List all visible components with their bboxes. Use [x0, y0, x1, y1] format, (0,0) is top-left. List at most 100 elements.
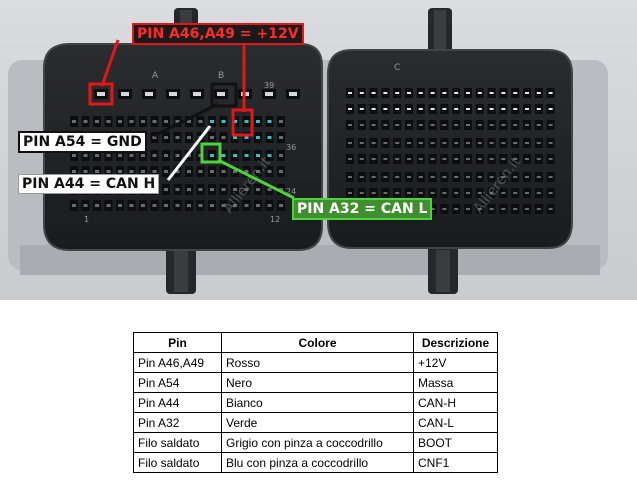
pin-contact — [217, 92, 225, 96]
pin-contact — [442, 208, 447, 210]
label-power-12v: PIN A46,A49 = +12V — [132, 23, 304, 45]
cell-colore: Nero — [221, 372, 414, 393]
pin-contact — [371, 92, 376, 94]
pin-contact — [256, 154, 260, 157]
pin-contact — [141, 204, 145, 207]
cell-colore: Rosso — [221, 352, 414, 373]
pin-contact — [244, 154, 249, 157]
pin-contact — [267, 170, 272, 173]
pin-contact — [244, 188, 249, 191]
pin-contact — [106, 154, 111, 157]
pin-contact — [187, 136, 191, 139]
pin-contact — [466, 208, 470, 210]
pin-contact — [371, 192, 376, 194]
pin-contact — [466, 158, 470, 160]
pin-contact — [418, 192, 423, 194]
pin-contact — [371, 124, 376, 126]
pin-contact — [95, 154, 99, 157]
pin-contact — [525, 124, 529, 126]
pin-contact — [233, 170, 237, 173]
table-header-row: Pin Colore Descrizione — [133, 332, 498, 353]
pin-contact — [72, 120, 76, 123]
pin-contact — [187, 120, 191, 123]
pin-contact — [395, 142, 400, 144]
pin-contact — [129, 120, 134, 123]
pin-contact — [164, 204, 168, 207]
pin-contact — [164, 188, 168, 191]
mark-a: A — [152, 71, 159, 81]
pin-contact — [198, 120, 203, 123]
pin-contact — [466, 92, 470, 94]
pin-contact — [513, 208, 518, 210]
pin-contact — [256, 188, 260, 191]
pin-contact — [418, 142, 423, 144]
pin-contact — [244, 120, 249, 123]
pin-contact — [359, 192, 364, 194]
pin-contact — [383, 108, 388, 110]
pin-contact — [348, 192, 352, 194]
pin-contact — [501, 158, 506, 160]
pin-contact — [233, 188, 237, 191]
pin-contact — [175, 170, 180, 173]
mark-1: 1 — [84, 215, 89, 224]
table-row: Pin A46,A49 Rosso +12V — [133, 352, 498, 373]
pin-contact — [210, 136, 214, 139]
pin-contact — [477, 92, 482, 94]
pin-contact — [548, 124, 553, 126]
table-row: Pin A54 Nero Massa — [133, 372, 498, 393]
cell-pin: Filo saldato — [133, 432, 222, 453]
pin-contact — [548, 158, 553, 160]
pin-contact — [430, 176, 435, 178]
pin-contact — [430, 192, 435, 194]
pin-contact — [430, 142, 435, 144]
pinout-table: Pin Colore Descrizione Pin A46,A49 Rosso… — [133, 332, 498, 473]
pin-contact — [442, 158, 447, 160]
pin-contact — [371, 158, 376, 160]
pin-contact — [187, 154, 191, 157]
pin-contact — [279, 120, 283, 123]
pin-contact — [129, 154, 134, 157]
pin-contact — [466, 108, 470, 110]
pin-contact — [418, 158, 423, 160]
pin-contact — [256, 136, 260, 139]
pin-contact — [430, 208, 435, 210]
pin-contact — [395, 192, 400, 194]
table-row: Pin A44 Bianco CAN-H — [133, 392, 498, 413]
pin-contact — [244, 204, 249, 207]
pin-contact — [477, 124, 482, 126]
pin-contact — [83, 204, 88, 207]
pin-contact — [489, 208, 494, 210]
pin-contact — [175, 204, 180, 207]
pin-contact — [210, 154, 214, 157]
pin-contact — [525, 208, 529, 210]
pin-contact — [187, 188, 191, 191]
pin-contact — [198, 204, 203, 207]
table-row: Filo saldato Grigio con pinza a coccodri… — [133, 432, 498, 453]
pin-contact — [466, 192, 470, 194]
pin-contact — [466, 142, 470, 144]
pin-contact — [152, 154, 157, 157]
pin-contact — [513, 142, 518, 144]
pin-contact — [418, 108, 423, 110]
pin-contact — [210, 170, 214, 173]
pin-contact — [198, 188, 203, 191]
pin-contact — [72, 204, 76, 207]
pin-contact — [454, 142, 459, 144]
cell-colore: Grigio con pinza a coccodrillo — [221, 432, 414, 453]
pin-contact — [152, 170, 157, 173]
pin-contact — [489, 142, 494, 144]
pin-contact — [501, 192, 506, 194]
pin-contact — [548, 208, 553, 210]
pin-contact — [279, 154, 283, 157]
cell-colore: Bianco — [221, 392, 414, 413]
pin-contact — [454, 108, 459, 110]
pin-contact — [279, 204, 283, 207]
cell-pin: Pin A54 — [133, 372, 222, 393]
pin-contact — [233, 136, 237, 139]
pin-contact — [442, 108, 447, 110]
pin-contact — [501, 92, 506, 94]
pin-contact — [279, 170, 283, 173]
pin-contact — [489, 192, 494, 194]
pin-contact — [536, 192, 541, 194]
pin-contact — [548, 192, 553, 194]
